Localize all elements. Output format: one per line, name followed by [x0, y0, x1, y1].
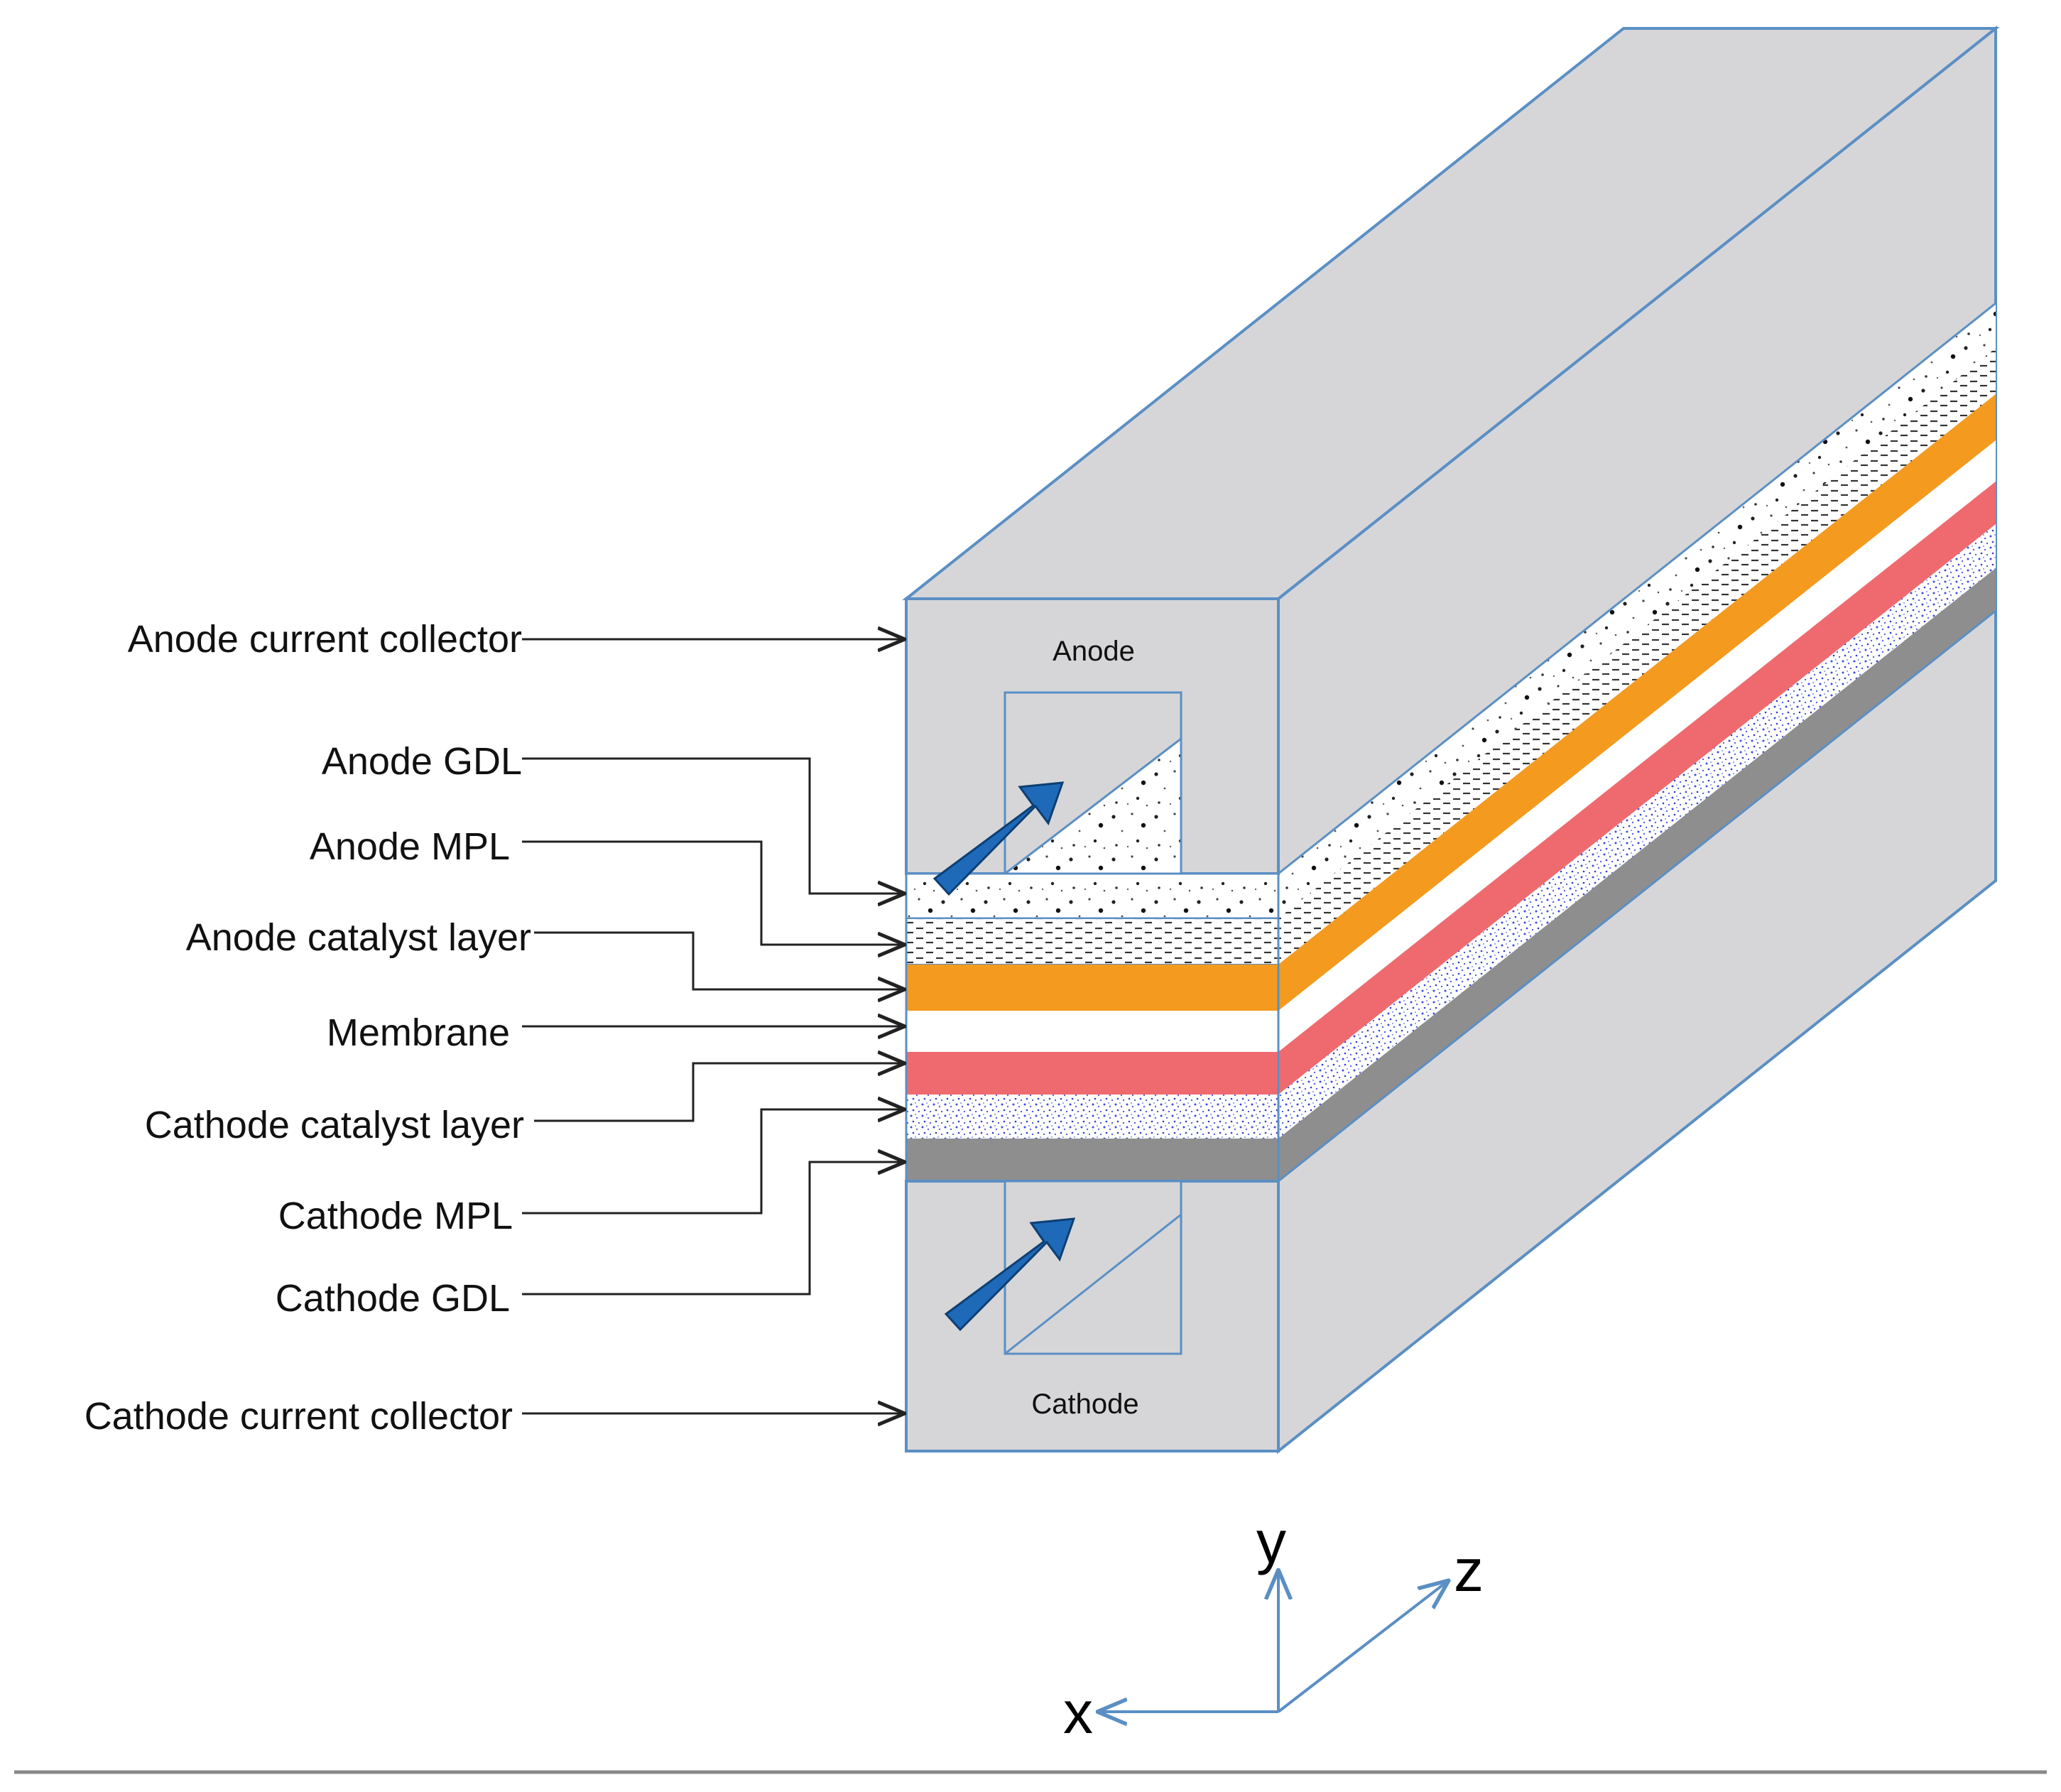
leader-cathode-mpl [522, 1109, 905, 1215]
leader-anode-catalyst [534, 931, 905, 989]
layer-labels: Anode current collector Anode GDL Anode … [85, 618, 531, 1438]
axis-y-label: y [1256, 1509, 1286, 1575]
front-cathode-mpl [906, 1139, 1278, 1181]
front-anode-catalyst [906, 965, 1278, 1011]
label-cathode-mpl: Cathode MPL [278, 1195, 513, 1237]
side-cathode-mpl [1278, 568, 1996, 1181]
cathode-flow-arrow [944, 1217, 1076, 1332]
coordinate-axes [1097, 1570, 1449, 1712]
label-anode-mpl: Anode MPL [310, 825, 510, 868]
leader-cathode-catalyst [534, 1063, 905, 1122]
leader-lines [522, 639, 905, 1413]
label-anode-current-collector: Anode current collector [128, 618, 522, 661]
anode-flow-arrow [932, 781, 1065, 896]
side-cathode-mpl-edge [1278, 609, 1996, 1183]
label-anode-gdl: Anode GDL [322, 740, 522, 783]
fuel-cell-block: Anode Cathode [902, 25, 2000, 1455]
side-membrane [1278, 440, 1996, 1052]
front-anode-gdl [905, 872, 1280, 920]
front-cathode-gdl [906, 1095, 1278, 1139]
label-cathode-current-collector: Cathode current collector [85, 1395, 513, 1438]
label-cathode-gdl: Cathode GDL [276, 1277, 510, 1320]
side-anode-gdl-edge [1278, 302, 1996, 875]
cathode-channel-label: Cathode [1031, 1389, 1138, 1420]
anode-channel-label: Anode [1053, 636, 1135, 667]
leader-anode-gdl [522, 757, 905, 894]
side-anode-gdl [1278, 303, 1996, 918]
front-cathode-catalyst [906, 1052, 1278, 1095]
axis-x-label: x [1063, 1679, 1093, 1746]
label-anode-catalyst-layer: Anode catalyst layer [186, 916, 531, 959]
side-cathode-catalyst [1278, 482, 1996, 1095]
cathode-channel-diagonal [1004, 1213, 1182, 1355]
cathode-channel [1004, 1180, 1182, 1355]
axis-z-line [1277, 1580, 1449, 1713]
axis-z-label: z [1454, 1537, 1484, 1604]
side-anode-mpl [1278, 348, 1996, 965]
side-anode-catalyst [1278, 394, 1996, 1011]
side-cathode-gdl [1278, 524, 1996, 1139]
leader-anode-mpl [522, 840, 905, 945]
leader-cathode-gdl [522, 1162, 905, 1296]
front-membrane [906, 1011, 1278, 1052]
label-cathode-catalyst-layer: Cathode catalyst layer [145, 1104, 524, 1146]
front-anode-mpl [906, 918, 1279, 965]
label-membrane: Membrane [327, 1011, 510, 1054]
